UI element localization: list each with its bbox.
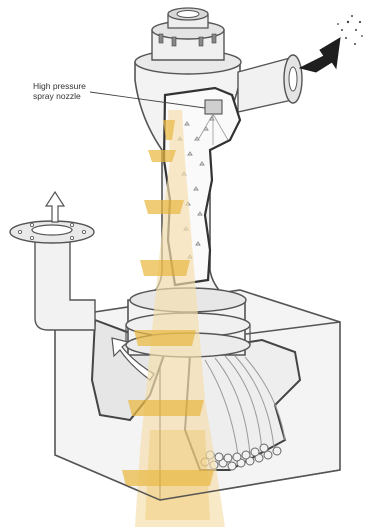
dust-particles-icon [337,15,363,45]
inlet-arrow-icon [300,38,340,72]
top-cap [152,8,224,60]
outlet-pipe [10,221,95,330]
inlet-pipe [238,55,302,112]
callout-line-2: spray nozzle [33,91,86,101]
spray-nozzle-label: High pressure spray nozzle [33,81,86,101]
callout-line-1: High pressure [33,81,86,91]
up-arrow-icon [46,192,64,222]
